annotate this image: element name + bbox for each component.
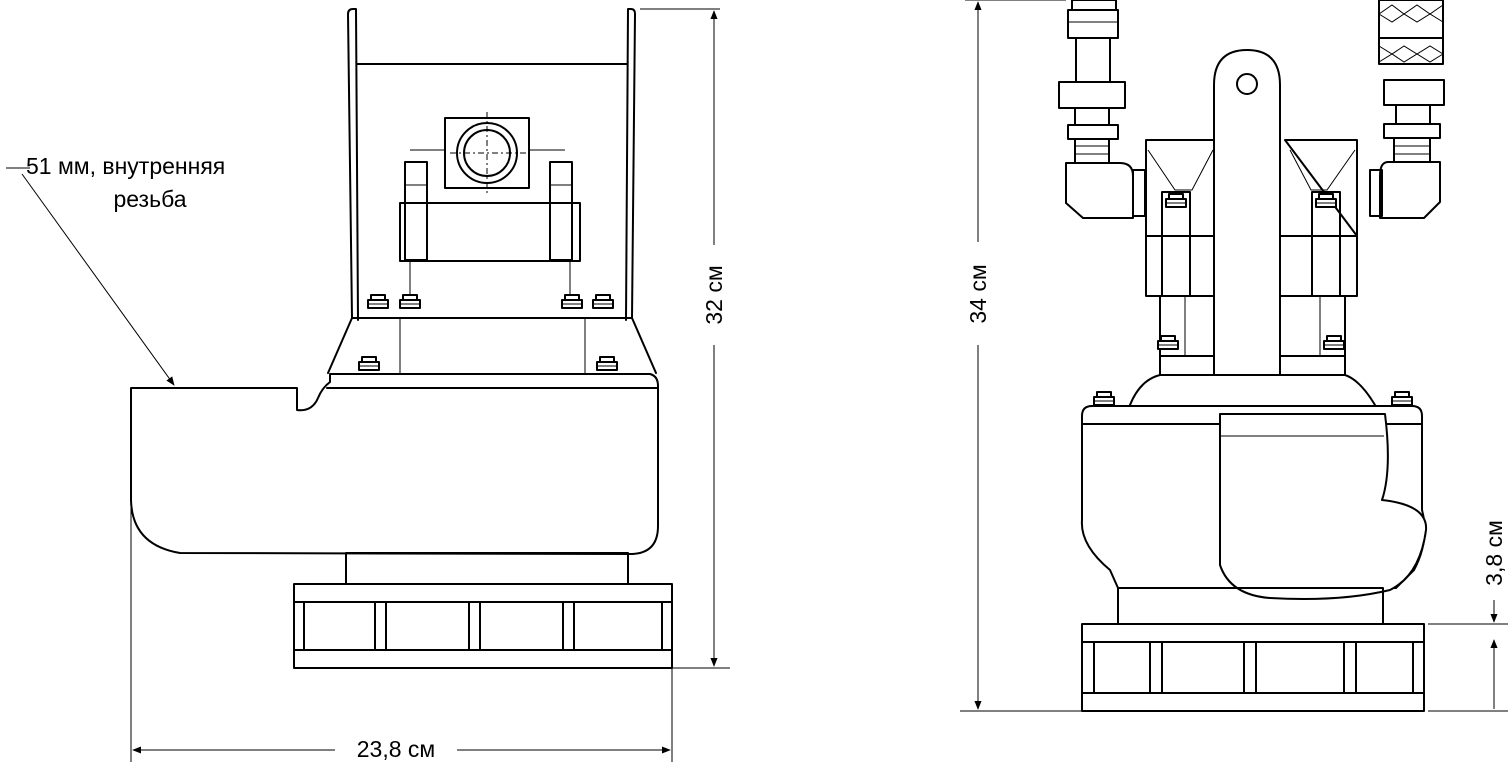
front-left-coupling [1058, 0, 1146, 219]
side-motor-block [399, 161, 581, 298]
front-height-label: 34 см [965, 264, 991, 323]
side-handle [347, 8, 636, 321]
thread-label-line1: 51 мм, внутренняя [26, 153, 225, 179]
side-height-label: 32 см [701, 265, 727, 324]
side-adapter [327, 317, 657, 374]
width-dimension-label: 23,8 см [357, 736, 435, 762]
base-height-label: 3,8 см [1481, 520, 1507, 586]
side-pump-body [130, 373, 659, 555]
front-lifting-handle [1213, 49, 1281, 375]
front-view [1058, 0, 1445, 712]
front-pump-body [1080, 405, 1428, 600]
thread-label-line2: резьба [113, 186, 186, 212]
side-view [6, 8, 673, 669]
front-dimensions [960, 0, 1508, 712]
side-strainer-base [293, 583, 673, 669]
front-right-coupling [1369, 0, 1445, 219]
front-strainer-base [1081, 623, 1425, 712]
side-dimensions [130, 8, 730, 762]
side-outlet-fitting [410, 112, 565, 194]
